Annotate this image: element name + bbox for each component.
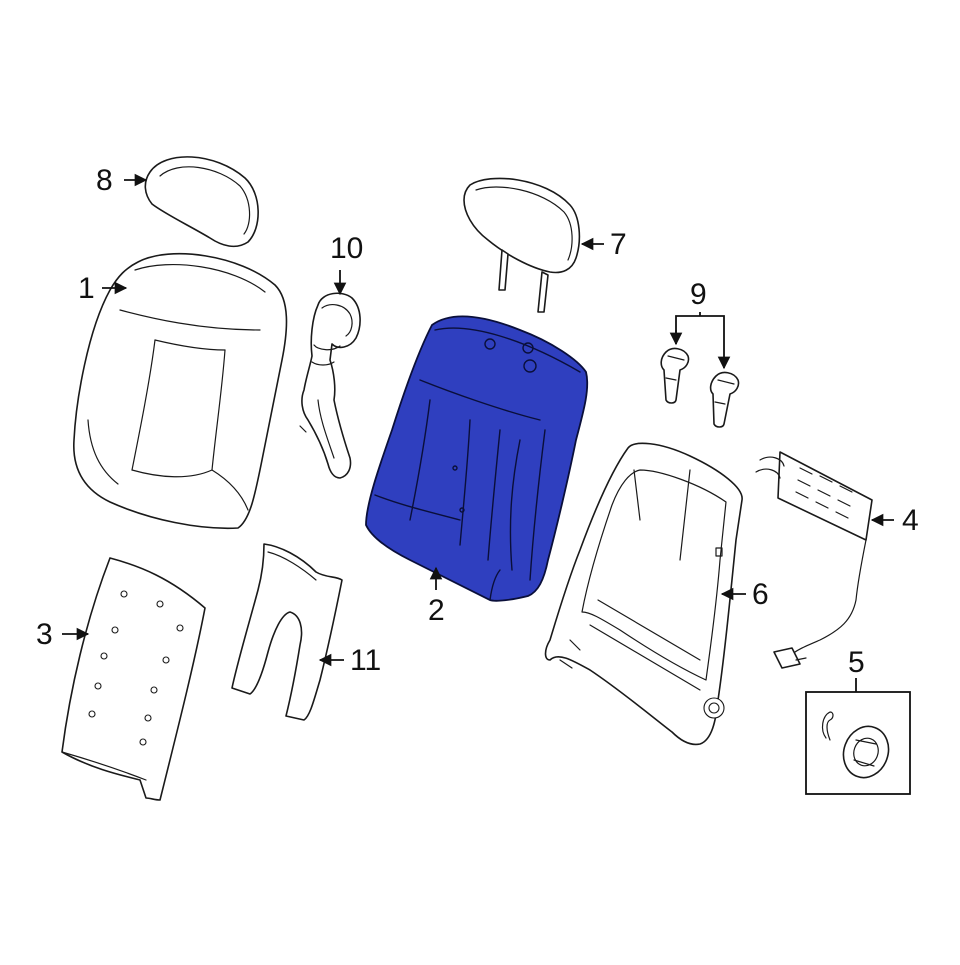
part-5-knob-box[interactable] [805,691,911,795]
part-10-trim[interactable] [299,292,361,479]
part-7-headrest[interactable] [463,177,581,313]
part-4-lumbar-support[interactable] [755,451,873,669]
part-9-guide-right[interactable] [709,371,740,428]
leader-lines [62,173,894,692]
pad-body [365,315,589,602]
callout-4: 4 [902,504,919,537]
callout-1: 1 [78,272,95,305]
callout-2: 2 [428,594,445,627]
part-9-guide-left[interactable] [660,347,690,404]
part-8-headrest[interactable] [144,156,259,248]
callout-11: 11 [350,644,381,677]
callout-3: 3 [36,618,53,651]
part-11-trim-panel[interactable] [231,543,343,721]
callout-labels: 8 1 10 7 9 4 2 6 3 11 5 [36,164,919,679]
callout-8: 8 [96,164,113,197]
part-6-frame[interactable] [544,442,743,746]
pad-detail-lines [374,327,581,601]
part-2-seat-back-pad[interactable] [365,315,589,602]
callout-6: 6 [752,578,769,611]
callout-7: 7 [610,228,627,261]
callout-5: 5 [848,646,865,679]
back-panel-holes [88,590,184,746]
callout-9: 9 [690,278,707,311]
part-3-back-panel[interactable] [61,557,206,801]
callout-10: 10 [330,232,363,265]
part-1-seat-back-cover[interactable] [73,252,288,530]
